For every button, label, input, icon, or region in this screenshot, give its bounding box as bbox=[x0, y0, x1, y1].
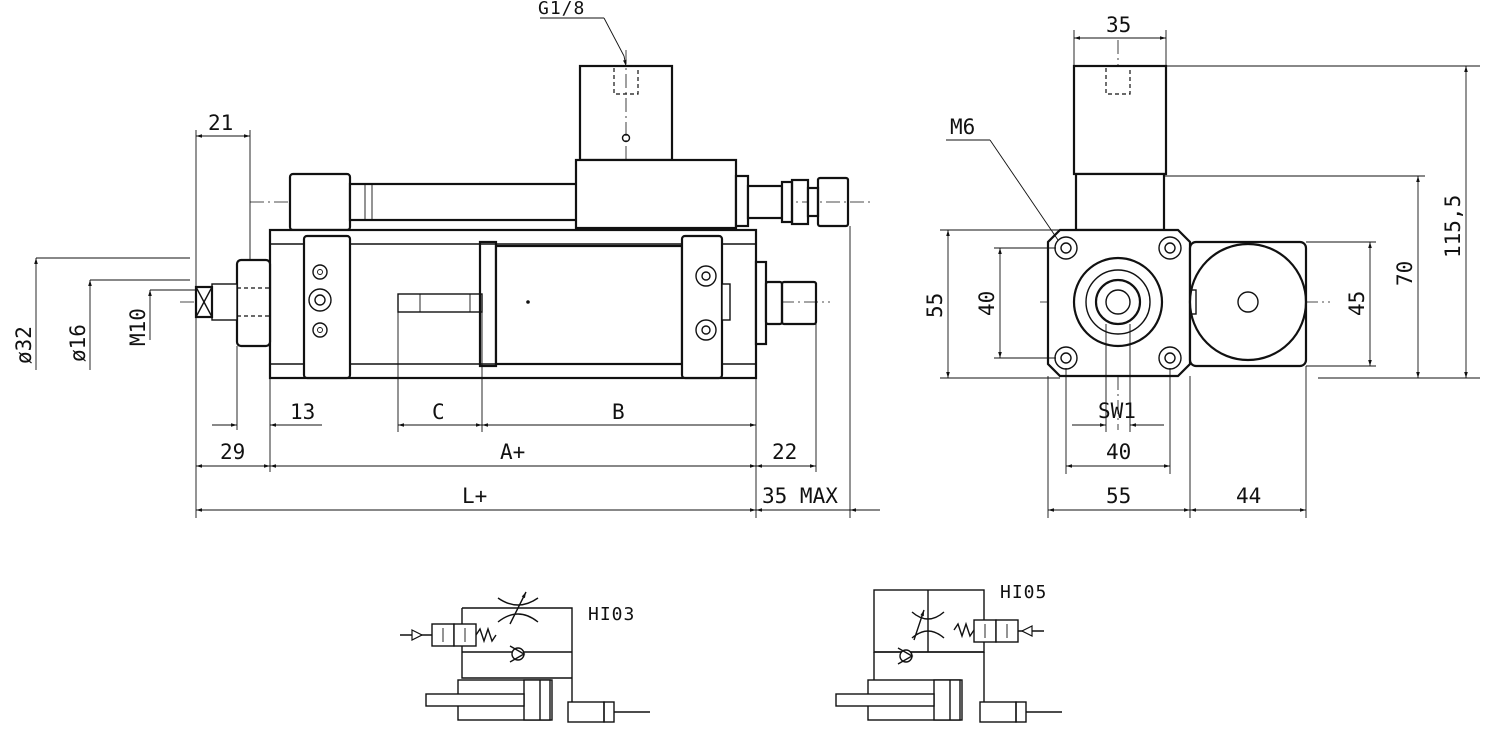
dim-35: 35 bbox=[1106, 13, 1131, 37]
dim-35-max: 35 MAX bbox=[762, 484, 838, 508]
dim-21: 21 bbox=[208, 111, 233, 135]
dim-55-horizontal: 55 bbox=[1106, 484, 1131, 508]
dim-b: B bbox=[612, 400, 625, 424]
dim-a-plus: A+ bbox=[500, 440, 525, 464]
schematic-hi03: HI03 bbox=[400, 591, 650, 723]
dim-45: 45 bbox=[1345, 291, 1369, 316]
dim-22: 22 bbox=[772, 440, 797, 464]
front-view: G1/8 21 13 C B 29 A+ 22 L+ 35 MAX ø32 ø1… bbox=[12, 0, 880, 518]
side-view: 35 M6 115,5 70 45 55 40 SW1 40 55 44 bbox=[923, 13, 1480, 518]
dim-l-plus: L+ bbox=[462, 484, 487, 508]
thread-port-label: G1/8 bbox=[538, 0, 585, 19]
dim-m6: M6 bbox=[950, 115, 975, 139]
dim-c: C bbox=[432, 400, 445, 424]
schematic-label-hi03: HI03 bbox=[588, 604, 635, 625]
dim-phi32: ø32 bbox=[12, 326, 36, 364]
dim-phi16: ø16 bbox=[66, 324, 90, 362]
dim-55-vertical: 55 bbox=[923, 293, 947, 318]
schematic-label-hi05: HI05 bbox=[1000, 582, 1047, 603]
dim-m10: M10 bbox=[126, 308, 150, 346]
dim-13: 13 bbox=[290, 400, 315, 424]
dim-40-horizontal: 40 bbox=[1106, 440, 1131, 464]
dim-115-5: 115,5 bbox=[1441, 195, 1465, 258]
dim-sw1: SW1 bbox=[1098, 399, 1136, 423]
dim-40-vertical: 40 bbox=[975, 291, 999, 316]
dim-44: 44 bbox=[1236, 484, 1261, 508]
dim-70: 70 bbox=[1393, 261, 1417, 286]
schematic-hi05: HI05 bbox=[835, 582, 1062, 723]
dim-29: 29 bbox=[220, 440, 245, 464]
